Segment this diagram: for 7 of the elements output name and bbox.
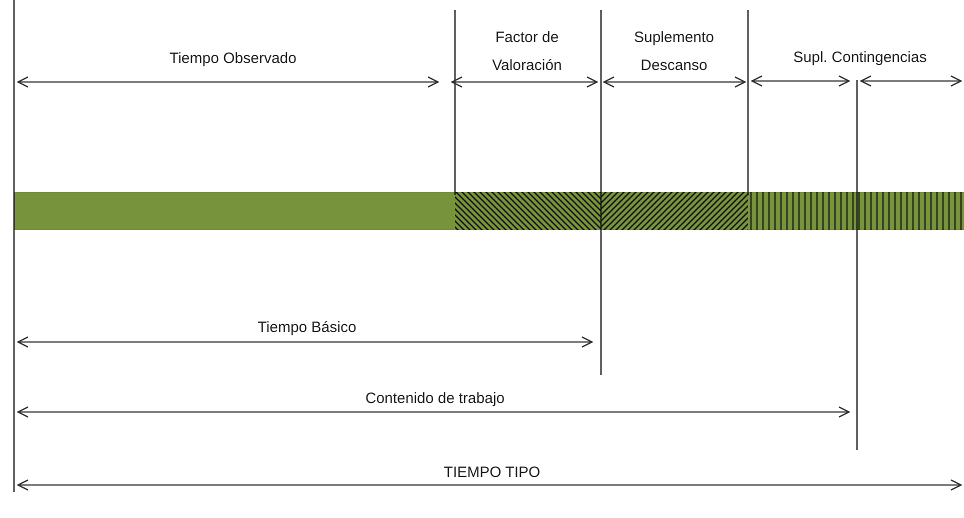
dimension-label: Tiempo Observado xyxy=(169,49,296,69)
dimension-label: Contenido de trabajo xyxy=(365,389,505,409)
dimension-label: Factor de Valoración xyxy=(491,28,563,76)
dimension-label: Suplemento Descanso xyxy=(632,28,716,76)
dimension-label: Supl. Contingencias xyxy=(793,48,927,68)
dimension-label: Tiempo Básico xyxy=(258,318,356,338)
dimension-label: TIEMPO TIPO xyxy=(444,463,540,483)
